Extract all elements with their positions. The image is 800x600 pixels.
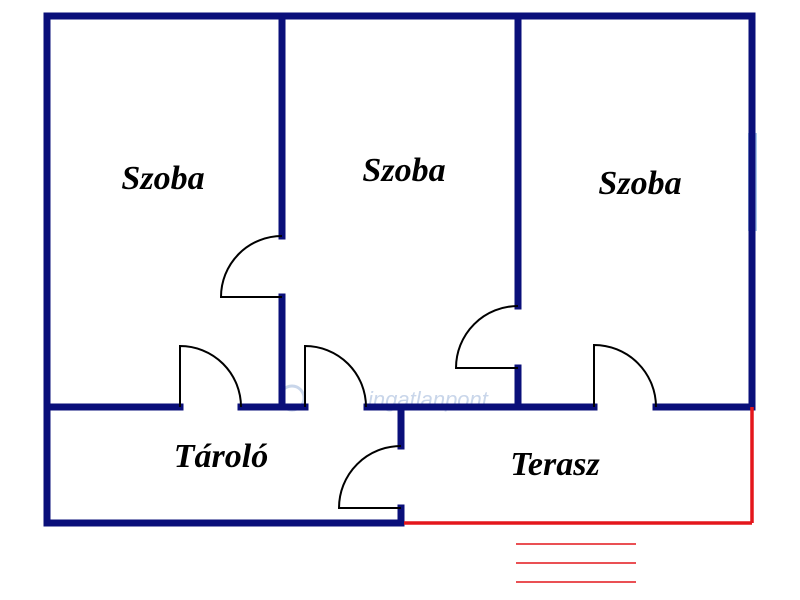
terrace-steps	[516, 543, 636, 583]
door-storage-terrace	[337, 445, 402, 509]
room-label-left: Szoba	[121, 160, 204, 197]
room-label-terrace: Terasz	[510, 446, 600, 483]
door-right-room-side	[454, 305, 519, 369]
doors	[179, 235, 657, 509]
door-left-middle-room	[219, 235, 283, 298]
walls	[43, 12, 756, 527]
room-label-right: Szoba	[598, 165, 681, 202]
room-label-storage: Tároló	[174, 438, 268, 475]
door-right-room-terrace	[593, 343, 657, 408]
door-left-room	[179, 344, 242, 408]
room-label-middle: Szoba	[362, 152, 445, 189]
door-middle-room	[304, 344, 367, 408]
